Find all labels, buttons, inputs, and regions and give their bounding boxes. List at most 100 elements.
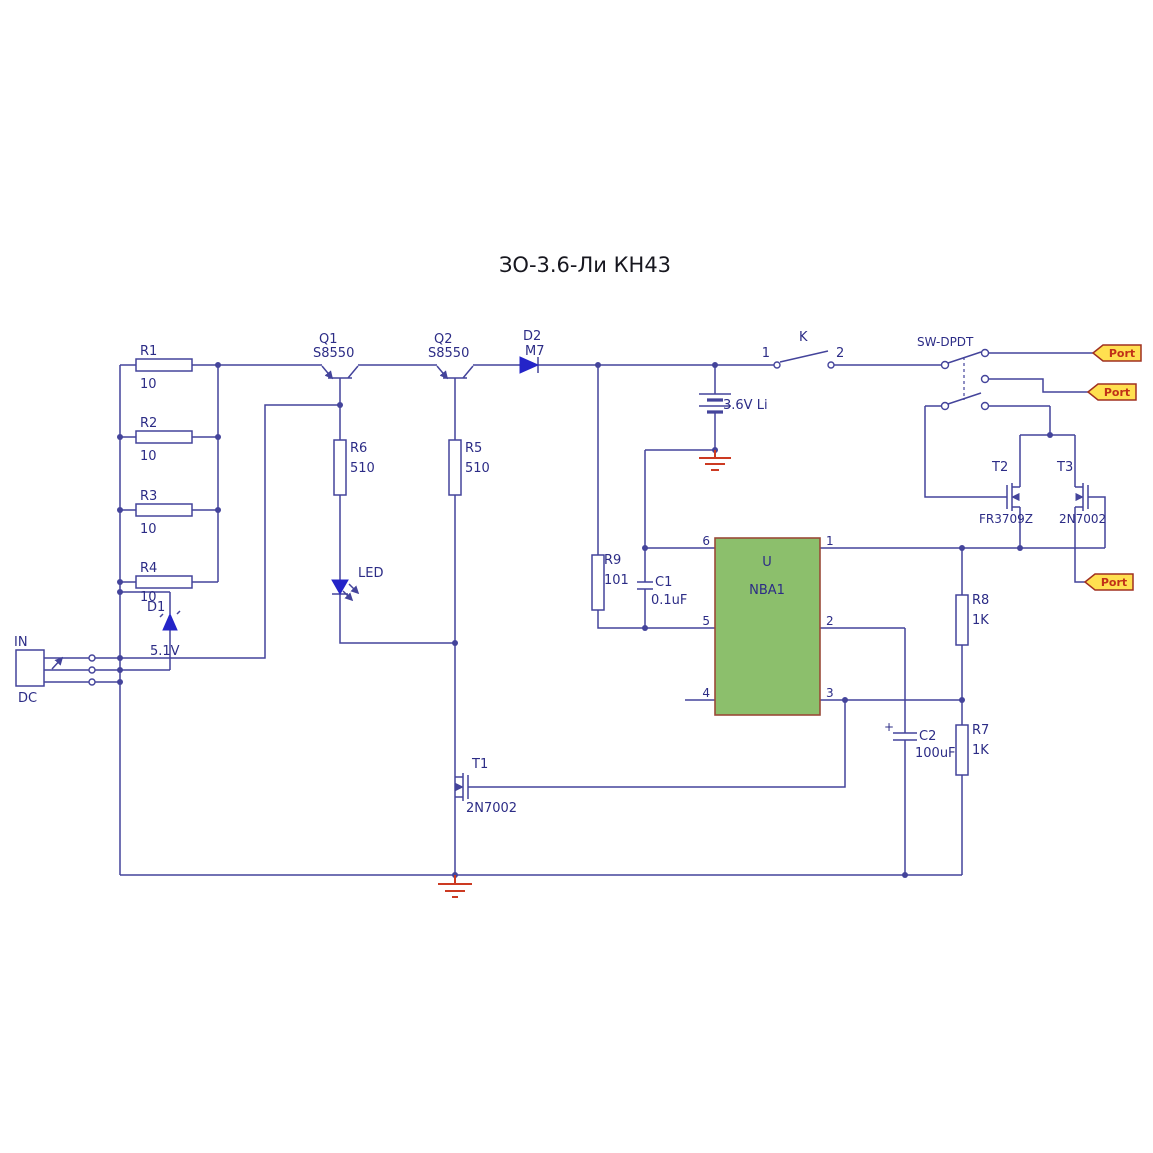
c1-ref-label: C1 <box>655 575 672 590</box>
dpdt-pole-contact-1 <box>940 360 950 370</box>
dc-input-jack: IN DC <box>14 635 96 706</box>
junction-dot <box>117 434 123 440</box>
junction-dot <box>452 640 458 646</box>
r3-value-label: 10 <box>140 522 157 537</box>
wire-top-rail-and-buses <box>119 364 941 875</box>
junction-dot <box>117 589 123 595</box>
switch-k-contact-2 <box>827 361 835 369</box>
r1-value-label: 10 <box>140 377 157 392</box>
capacitor-c1: C1 0.1uF <box>651 575 687 608</box>
junction-dot <box>959 545 965 551</box>
jack-body <box>15 649 45 687</box>
jack-in-label: IN <box>14 635 28 650</box>
resistor-r2-body <box>135 430 193 444</box>
t1-ref-label: T1 <box>471 757 488 772</box>
r3-ref-label: R3 <box>140 489 157 504</box>
resistor-r9-body <box>591 554 605 611</box>
t3-ref-label: T3 <box>1056 460 1073 475</box>
led-emission-arrow-2 <box>342 590 354 602</box>
q1-emitter-arrow <box>321 365 334 380</box>
resistor-r8: R8 1K <box>955 593 989 646</box>
ic-pin2-label: 2 <box>826 614 834 628</box>
r4-ref-label: R4 <box>140 561 157 576</box>
port-flag-3-shape <box>1083 573 1134 591</box>
q1-ref-label: Q1 <box>319 332 338 347</box>
k-pin2-label: 2 <box>836 346 844 361</box>
junction-dot <box>117 679 123 685</box>
d1-value-label: 5.1V <box>150 644 180 659</box>
schematic-title: ЗО-3.6-Ли КН43 <box>499 253 671 277</box>
junction-dot <box>1017 545 1023 551</box>
resistor-r6: R6 510 <box>333 439 375 496</box>
resistor-r5-body <box>448 439 462 496</box>
junction-dot <box>215 507 221 513</box>
q2-ref-label: Q2 <box>434 332 453 347</box>
r8-value-label: 1K <box>972 613 989 628</box>
port-flag-1-shape <box>1091 344 1142 362</box>
wire-middle <box>537 357 731 701</box>
c2-plus-label: + <box>884 720 894 734</box>
jack-lever-arrow <box>51 656 64 670</box>
port-flag-1: Port <box>1091 344 1142 362</box>
r2-value-label: 10 <box>140 449 157 464</box>
resistor-r3: R3 10 <box>135 489 193 537</box>
ic-pin6-label: 6 <box>702 534 710 548</box>
wires <box>44 350 1106 876</box>
ic-part-label: NBA1 <box>749 583 785 598</box>
junction-dot <box>215 434 221 440</box>
jack-pin-contact-1 <box>88 654 96 662</box>
junction-dot <box>117 655 123 661</box>
switch-k-contact-1 <box>773 361 781 369</box>
port-flag-2-label: Port <box>1104 386 1130 399</box>
port-flag-2: Port <box>1086 383 1137 401</box>
r7-ref-label: R7 <box>972 723 989 738</box>
wire-d1-jack <box>44 591 181 683</box>
q2-emitter-arrow <box>436 365 449 380</box>
junction-dots <box>117 362 1053 878</box>
junction-dot <box>1047 432 1053 438</box>
dpdt-throw-contact-3 <box>980 401 990 411</box>
resistor-r3-body <box>135 503 193 517</box>
r6-value-label: 510 <box>350 461 375 476</box>
junction-dot <box>959 697 965 703</box>
transistor-t1: T1 2N7002 <box>466 757 517 816</box>
ic-pin4-label: 4 <box>702 686 710 700</box>
dpdt-throw-contact-1 <box>980 348 990 358</box>
jack-pin-contact-3 <box>88 678 96 686</box>
ground-symbol-battery <box>699 450 731 471</box>
junction-dot <box>642 545 648 551</box>
t2-ref-label: T2 <box>991 460 1008 475</box>
c2-ref-label: C2 <box>919 729 936 744</box>
d1-ref-label: D1 <box>147 600 165 615</box>
k-ref-label: K <box>799 330 808 345</box>
resistor-r7-body <box>955 724 969 776</box>
battery-3v6: 3.6V Li <box>723 398 768 413</box>
battery-label: 3.6V Li <box>723 398 768 413</box>
switch-k: K 1 2 <box>762 330 844 369</box>
t1-part-label: 2N7002 <box>466 801 517 816</box>
r5-ref-label: R5 <box>465 441 482 456</box>
r8-ref-label: R8 <box>972 593 989 608</box>
jack-dc-label: DC <box>18 691 37 706</box>
port-flag-2-shape <box>1086 383 1137 401</box>
capacitor-c2: + C2 100uF <box>884 720 956 761</box>
transistor-t3: T3 2N7002 <box>1056 460 1106 526</box>
ic-u-nba1: U NBA1 6 5 4 1 2 3 <box>702 534 834 716</box>
resistor-r7: R7 1K <box>955 723 989 776</box>
junction-dot <box>117 579 123 585</box>
q2-part-label: S8550 <box>428 346 469 361</box>
r1-ref-label: R1 <box>140 344 157 359</box>
dpdt-pole-contact-2 <box>940 401 950 411</box>
junction-dot <box>117 507 123 513</box>
switch-dpdt: SW-DPDT <box>917 335 990 411</box>
dpdt-throw-contact-2 <box>980 374 990 384</box>
jack-pin-contact-2 <box>88 666 96 674</box>
r9-ref-label: R9 <box>604 553 621 568</box>
resistor-r4: R4 10 <box>135 561 193 605</box>
r4-value-label: 10 <box>140 590 157 605</box>
junction-dot <box>712 362 718 368</box>
junction-dot <box>842 697 848 703</box>
resistor-r1-body <box>135 358 193 372</box>
port-flag-3: Port <box>1083 573 1134 591</box>
